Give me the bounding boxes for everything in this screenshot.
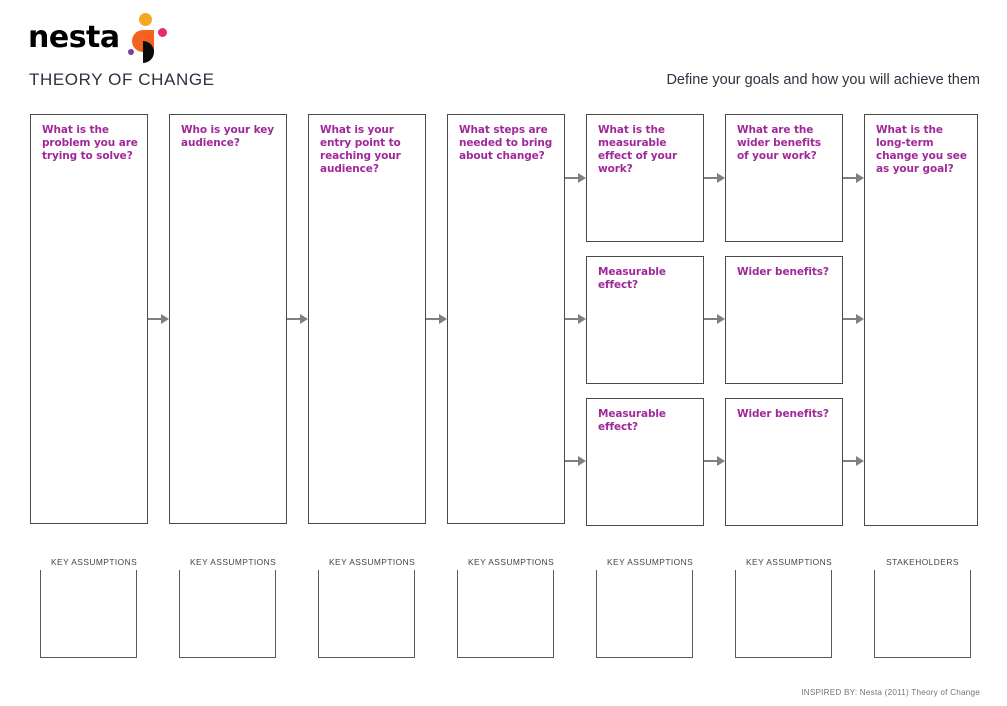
arrow-measurable-effect-to-wider-benefits-3 (704, 456, 725, 467)
assumptions-box-problem[interactable]: KEY ASSUMPTIONS (40, 557, 137, 658)
column-box-measurable-effect-3[interactable]: Measurable effect? (586, 398, 704, 526)
column-label-wider-benefits-3: Wider benefits? (737, 408, 829, 420)
column-box-measurable-effect-1[interactable]: What is the measurable effect of your wo… (586, 114, 704, 242)
column-box-long-term-change[interactable]: What is the long-term change you see as … (864, 114, 978, 526)
column-label-problem: What is the problem you are trying to so… (42, 124, 138, 162)
arrow-wider-benefits-to-long-term-change-3 (843, 456, 864, 467)
assumptions-label-problem: KEY ASSUMPTIONS (51, 557, 138, 567)
assumptions-label-measurable-effect: KEY ASSUMPTIONS (607, 557, 694, 567)
assumptions-box-entry-point[interactable]: KEY ASSUMPTIONS (318, 557, 415, 658)
assumptions-label-entry-point: KEY ASSUMPTIONS (329, 557, 416, 567)
arrow-steps-to-measurable-effect-3 (565, 456, 586, 467)
arrow-audience-to-entry-point (287, 314, 308, 325)
stakeholders-box[interactable]: STAKEHOLDERS (874, 557, 971, 658)
nesta-logo: nesta (28, 8, 167, 63)
column-box-entry-point[interactable]: What is your entry point to reaching you… (308, 114, 426, 524)
arrow-problem-to-audience (148, 314, 169, 325)
logo-orange-square-icon (143, 30, 154, 41)
column-box-wider-benefits-3[interactable]: Wider benefits? (725, 398, 843, 526)
footer-credit: INSPIRED BY: Nesta (2011) Theory of Chan… (801, 688, 980, 697)
logo-pink-dot-icon (158, 28, 167, 37)
assumptions-label-steps: KEY ASSUMPTIONS (468, 557, 555, 567)
logo-purple-dot-icon (128, 49, 134, 55)
column-label-entry-point: What is your entry point to reaching you… (320, 124, 401, 175)
logo-wordmark: nesta (28, 20, 120, 55)
logo-black-halfcircle-icon (143, 41, 154, 63)
column-box-wider-benefits-1[interactable]: What are the wider benefits of your work… (725, 114, 843, 242)
assumptions-box-wider-benefits[interactable]: KEY ASSUMPTIONS (735, 557, 832, 658)
column-label-long-term-change: What is the long-term change you see as … (876, 124, 967, 175)
column-box-steps[interactable]: What steps are needed to bring about cha… (447, 114, 565, 524)
column-box-measurable-effect-2[interactable]: Measurable effect? (586, 256, 704, 384)
page-subtitle: Define your goals and how you will achie… (666, 72, 980, 88)
column-box-audience[interactable]: Who is your key audience? (169, 114, 287, 524)
logo-amber-dot-icon (139, 13, 152, 26)
arrow-entry-point-to-steps (426, 314, 447, 325)
arrow-wider-benefits-to-long-term-change-1 (843, 173, 864, 184)
arrow-wider-benefits-to-long-term-change-2 (843, 314, 864, 325)
assumptions-label-audience: KEY ASSUMPTIONS (190, 557, 277, 567)
column-label-measurable-effect: What is the measurable effect of your wo… (598, 124, 678, 175)
stakeholders-label: STAKEHOLDERS (886, 557, 959, 567)
column-label-wider-benefits-2: Wider benefits? (737, 266, 829, 278)
column-label-measurable-effect-3: Measurable effect? (598, 408, 666, 433)
arrow-steps-to-measurable-effect-1 (565, 173, 586, 184)
column-label-audience: Who is your key audience? (181, 124, 274, 149)
assumptions-box-audience[interactable]: KEY ASSUMPTIONS (179, 557, 276, 658)
arrow-measurable-effect-to-wider-benefits-1 (704, 173, 725, 184)
column-box-problem[interactable]: What is the problem you are trying to so… (30, 114, 148, 524)
column-box-wider-benefits-2[interactable]: Wider benefits? (725, 256, 843, 384)
assumptions-box-steps[interactable]: KEY ASSUMPTIONS (457, 557, 554, 658)
column-label-steps: What steps are needed to bring about cha… (459, 124, 553, 162)
arrow-steps-to-measurable-effect-2 (565, 314, 586, 325)
assumptions-label-wider-benefits: KEY ASSUMPTIONS (746, 557, 833, 567)
column-label-wider-benefits: What are the wider benefits of your work… (737, 124, 822, 162)
column-label-measurable-effect-2: Measurable effect? (598, 266, 666, 291)
page-title: THEORY OF CHANGE (29, 70, 215, 89)
assumptions-box-measurable-effect[interactable]: KEY ASSUMPTIONS (596, 557, 693, 658)
arrow-measurable-effect-to-wider-benefits-2 (704, 314, 725, 325)
